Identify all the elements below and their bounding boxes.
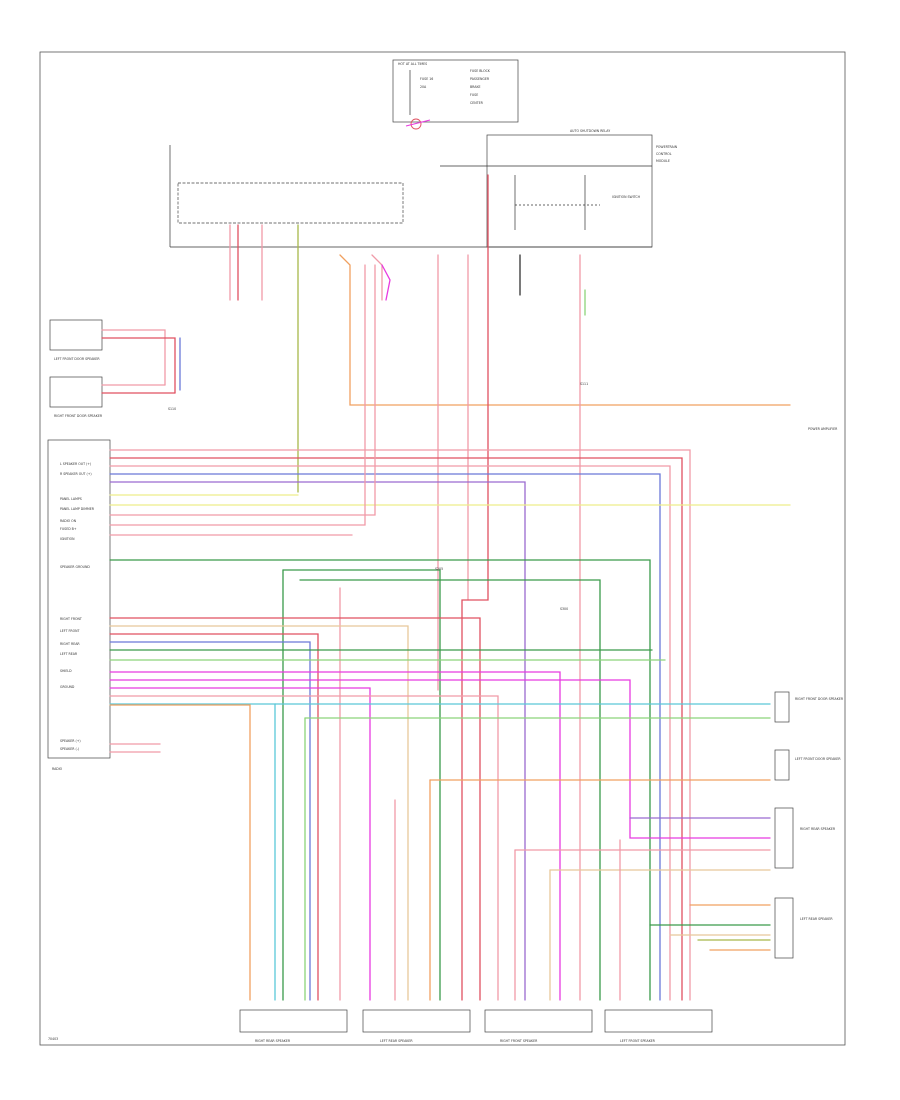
bus-12 bbox=[282, 569, 441, 1001]
diagram-frame bbox=[39, 51, 846, 1046]
bottom-comp-0: RIGHT REAR SPEAKER bbox=[255, 1039, 291, 1043]
radio-pin-label: SPEAKER (+) bbox=[60, 739, 81, 743]
radio-pin-label: FUSED B+ bbox=[60, 527, 77, 531]
top-label-0: HOT AT ALL TIMES bbox=[398, 62, 427, 66]
bottom-comp-2: RIGHT FRONT SPEAKER bbox=[500, 1039, 538, 1043]
bus-18 bbox=[109, 633, 319, 1001]
wire-orange-main bbox=[339, 254, 791, 406]
ign-label-2: POWERTRAIN bbox=[656, 145, 678, 149]
radio-pin-label: R SPEAKER OUT (+) bbox=[60, 472, 92, 476]
bus-2 bbox=[109, 457, 683, 1001]
top-label-4: PASSENGER bbox=[470, 77, 490, 81]
bus-1 bbox=[109, 449, 691, 1001]
fuse-symbol bbox=[410, 118, 422, 130]
splice-2: S205 bbox=[435, 567, 443, 571]
left-speaker-connectors: LEFT FRONT DOOR SPEAKER RIGHT FRONT DOOR… bbox=[49, 319, 103, 418]
bus-22 bbox=[109, 671, 561, 1001]
wire-upper-9 bbox=[461, 174, 489, 1001]
switch-block bbox=[169, 145, 652, 248]
right-comp-0: RIGHT FRONT DOOR SPEAKER bbox=[795, 697, 844, 701]
ign-label-4: MODULE bbox=[656, 159, 670, 163]
radio-pin-label: RIGHT FRONT bbox=[60, 617, 82, 621]
left-comp-1: RIGHT FRONT DOOR SPEAKER bbox=[54, 414, 103, 418]
ign-label-3: CONTROL bbox=[656, 152, 672, 156]
bus-3 bbox=[109, 465, 671, 1001]
wire-upper-6 bbox=[381, 264, 391, 301]
right-components: RIGHT FRONT DOOR SPEAKER LEFT FRONT DOOR… bbox=[774, 427, 844, 959]
bottom-comp-3: LEFT FRONT SPEAKER bbox=[620, 1039, 656, 1043]
wire-left-2 bbox=[101, 337, 176, 394]
ignition-relay-block: AUTO SHUTDOWN RELAY IGNITION SWITCH POWE… bbox=[440, 129, 678, 248]
radio-pin-label: PANEL LAMPS bbox=[60, 497, 82, 501]
radio-pin-label: L SPEAKER OUT (+) bbox=[60, 462, 91, 466]
top-label-5: BRAKE bbox=[470, 85, 481, 89]
radio-label: RADIO bbox=[52, 767, 63, 771]
ign-label-0: AUTO SHUTDOWN RELAY bbox=[570, 129, 610, 133]
radio-pin-label: SPEAKER GROUND bbox=[60, 565, 90, 569]
wire-left-1 bbox=[101, 329, 166, 386]
fuse-block-top: HOT AT ALL TIMES FUSE 16 20A FUSE BLOCK … bbox=[392, 59, 519, 130]
radio-pin-label: SPEAKER (-) bbox=[60, 747, 79, 751]
radio-pin-label: SHIELD bbox=[60, 669, 72, 673]
top-label-2: 20A bbox=[420, 85, 427, 89]
radio-pin-label: PANEL LAMP DIMMER bbox=[60, 507, 95, 511]
bus-17 bbox=[109, 625, 409, 1001]
bus-16 bbox=[109, 617, 481, 1001]
bus-4 bbox=[109, 473, 661, 1001]
right-comp-1: LEFT FRONT DOOR SPEAKER bbox=[795, 757, 841, 761]
bus-25 bbox=[109, 695, 499, 1001]
bus-23 bbox=[109, 679, 771, 839]
radio-pin-label: LEFT REAR bbox=[60, 652, 78, 656]
splice-3: S300 bbox=[560, 607, 568, 611]
bottom-comp-1: LEFT REAR SPEAKER bbox=[380, 1039, 413, 1043]
radio-pin-label: RADIO ON bbox=[60, 519, 77, 523]
top-label-1: FUSE 16 bbox=[420, 77, 433, 81]
left-comp-0: LEFT FRONT DOOR SPEAKER bbox=[54, 357, 100, 361]
radio-pin-label: LEFT FRONT bbox=[60, 629, 79, 633]
bus-30 bbox=[109, 704, 251, 1001]
radio-pin-label: GROUND bbox=[60, 685, 75, 689]
bus-11 bbox=[109, 559, 651, 1001]
wire-upper-5 bbox=[371, 254, 383, 301]
wire-harness bbox=[101, 174, 791, 1001]
top-label-6: FUSE bbox=[470, 93, 478, 97]
right-comp-4: POWER AMPLIFIER bbox=[808, 427, 838, 431]
radio-pin-label: IGNITION bbox=[60, 537, 75, 541]
top-label-7: CENTER bbox=[470, 101, 484, 105]
splice-1: S111 bbox=[580, 382, 588, 386]
bus-8 bbox=[109, 264, 376, 516]
bottom-speakers: RIGHT REAR SPEAKER LEFT REAR SPEAKER RIG… bbox=[239, 1009, 713, 1043]
right-comp-3: LEFT REAR SPEAKER bbox=[800, 917, 833, 921]
splice-0: S110 bbox=[168, 407, 176, 411]
bus-19 bbox=[109, 641, 311, 1001]
bus-24 bbox=[109, 687, 371, 1001]
ign-label-1: IGNITION SWITCH bbox=[612, 195, 641, 199]
radio-pin-label: RIGHT REAR bbox=[60, 642, 80, 646]
radio-module: RADIO L SPEAKER OUT (+) R SPEAKER OUT (+)… bbox=[47, 439, 111, 771]
bus-9 bbox=[109, 264, 366, 526]
bus-14 bbox=[299, 579, 601, 1001]
figure-id: 70403 bbox=[48, 1037, 58, 1041]
bus-5 bbox=[109, 481, 526, 1001]
top-label-3: FUSE BLOCK bbox=[470, 69, 491, 73]
fuse-wire bbox=[405, 119, 431, 127]
right-comp-2: RIGHT REAR SPEAKER bbox=[800, 827, 836, 831]
